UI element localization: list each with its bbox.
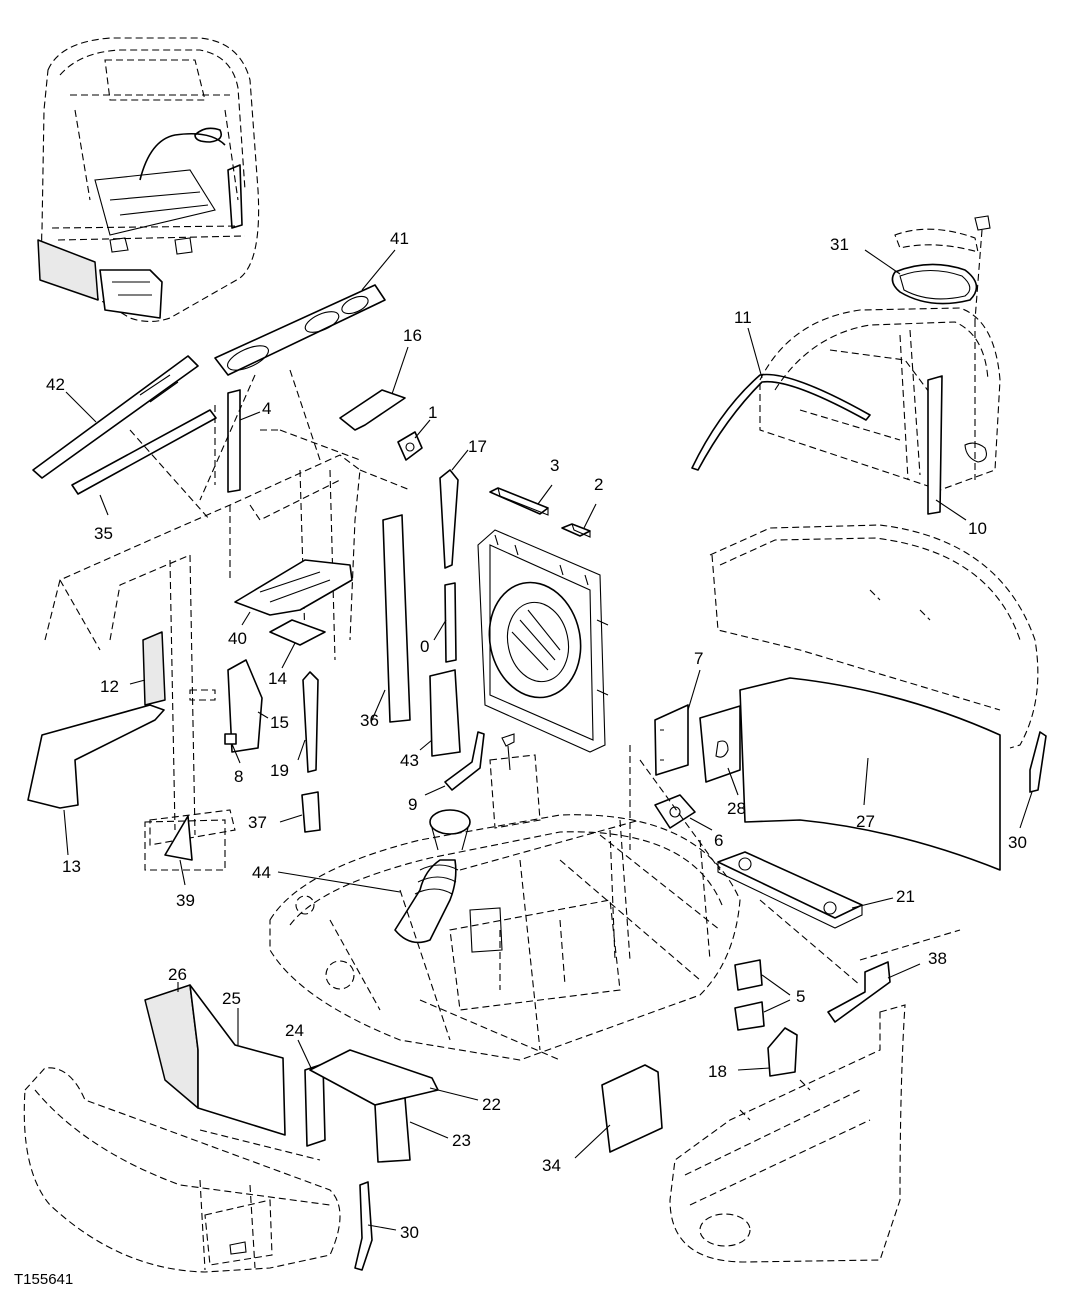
part-30-lower: [354, 1181, 397, 1271]
part-35-bar: [71, 409, 217, 516]
callout-6: 6: [714, 831, 723, 850]
cab-front-panel: [37, 239, 163, 319]
part-13: [27, 704, 165, 856]
part-44-hose: [277, 809, 471, 944]
part-18: [737, 1027, 798, 1077]
callout-labels: 0 1 2 3 4 5 6 7 8 9 10 11 12 13 14 15 16…: [46, 229, 1027, 1242]
callout-2: 2: [594, 475, 603, 494]
callout-22: 22: [482, 1095, 501, 1114]
part-27-panel: [739, 677, 1001, 871]
part-43: [419, 669, 461, 757]
part-36-bar: [371, 514, 411, 723]
callout-16: 16: [403, 326, 422, 345]
callout-28: 28: [727, 799, 746, 818]
callout-19: 19: [270, 761, 289, 780]
callout-23: 23: [452, 1131, 471, 1150]
callout-3: 3: [550, 456, 559, 475]
radiator-assembly: [477, 529, 609, 753]
callout-25: 25: [222, 989, 241, 1008]
callout-30-lower: 30: [400, 1223, 419, 1242]
hood-latch-plate: [894, 215, 991, 321]
assembly-guide-lines: [129, 320, 976, 1161]
part-12: [129, 631, 166, 706]
callout-7: 7: [694, 649, 703, 668]
part-17: [439, 449, 469, 569]
callout-13: 13: [62, 857, 81, 876]
part-37: [279, 791, 321, 833]
callout-30-upper: 30: [1008, 833, 1027, 852]
callout-18: 18: [708, 1062, 727, 1081]
part-16: [339, 346, 409, 431]
callout-14: 14: [268, 669, 287, 688]
callout-17: 17: [468, 437, 487, 456]
main-frame: [269, 754, 741, 1061]
part-19: [297, 671, 319, 773]
part-2: [561, 503, 597, 538]
part-40-panel: [234, 559, 353, 626]
callout-35: 35: [94, 524, 113, 543]
callout-9: 9: [408, 795, 417, 814]
part-21-plate: [717, 851, 894, 929]
part-8: [224, 733, 241, 764]
bolt: [501, 733, 515, 771]
callout-24: 24: [285, 1021, 304, 1040]
part-34-panel: [574, 1064, 663, 1159]
callout-27: 27: [856, 812, 875, 831]
counterweight: [669, 1004, 906, 1263]
callout-26: 26: [168, 965, 187, 984]
part-26-panel: [144, 982, 199, 1109]
part-28: [699, 705, 741, 796]
callout-34: 34: [542, 1156, 561, 1175]
part-0-bar: [433, 582, 457, 663]
part-7: [654, 669, 701, 776]
part-3: [489, 484, 553, 516]
callout-41: 41: [390, 229, 409, 248]
part-4-post: [227, 389, 261, 493]
callout-8: 8: [234, 767, 243, 786]
part-38: [827, 961, 921, 1023]
callout-0: 0: [420, 637, 429, 656]
part-25-panel: [189, 984, 286, 1136]
part-1-block: [397, 419, 431, 461]
upper-frame: [44, 429, 361, 846]
part-24: [297, 1039, 326, 1147]
part-11-seal: [691, 327, 871, 471]
callout-42: 42: [46, 375, 65, 394]
front-cover: [23, 1067, 341, 1273]
callout-36: 36: [360, 711, 379, 730]
callout-5: 5: [796, 987, 805, 1006]
callout-44: 44: [252, 863, 271, 882]
part-41-top-plate: [214, 249, 396, 376]
callout-37: 37: [248, 813, 267, 832]
figure-id: T155641: [14, 1271, 73, 1288]
callout-21: 21: [896, 887, 915, 906]
part-31-seal: [864, 249, 978, 305]
part-30-upper: [1019, 731, 1047, 829]
engine-hood: [759, 307, 1001, 491]
part-10-strip: [927, 375, 967, 521]
callout-39: 39: [176, 891, 195, 910]
callout-38: 38: [928, 949, 947, 968]
part-5-blocks: [734, 959, 791, 1031]
callout-40: 40: [228, 629, 247, 648]
part-22-plate: [309, 1049, 479, 1106]
callout-31: 31: [830, 235, 849, 254]
part-6-block: [654, 794, 713, 831]
callout-1: 1: [428, 403, 437, 422]
callout-4: 4: [262, 399, 271, 418]
part-39: [144, 815, 226, 886]
part-9: [424, 731, 485, 796]
part-23: [374, 1097, 449, 1163]
callout-43: 43: [400, 751, 419, 770]
callout-15: 15: [270, 713, 289, 732]
callout-11: 11: [734, 308, 752, 327]
part-42-plate: [32, 355, 199, 479]
right-side-cover: [709, 524, 1039, 749]
callout-12: 12: [100, 677, 119, 696]
callout-10: 10: [968, 519, 987, 538]
part-14: [269, 619, 326, 669]
